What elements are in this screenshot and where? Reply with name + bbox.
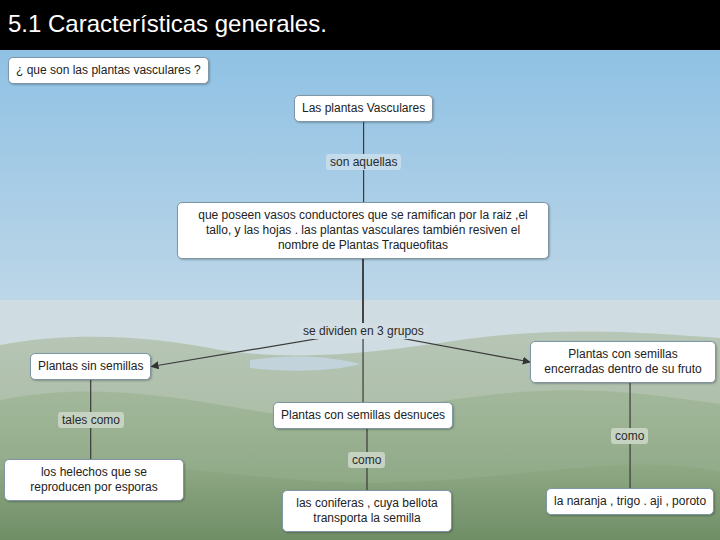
far-hills bbox=[0, 331, 720, 540]
concept-text: Plantas con semillas desnuces bbox=[281, 408, 445, 423]
linking-phrase: como bbox=[611, 428, 648, 444]
near-hills bbox=[0, 464, 720, 540]
concept-text: Las plantas Vasculares bbox=[302, 101, 425, 116]
linking-phrase: son aquellas bbox=[326, 154, 401, 170]
slide-title: 5.1 Características generales. bbox=[0, 0, 720, 38]
concept-text: que poseen vasos conductores que se rami… bbox=[185, 208, 541, 253]
concept-text: Plantas sin semillas bbox=[38, 359, 143, 374]
connector-line bbox=[363, 259, 530, 362]
concept-box: Plantas con semillas encerradas dentro d… bbox=[530, 341, 716, 383]
concept-text: los helechos que se reproducen por espor… bbox=[12, 465, 176, 495]
concept-box: Plantas sin semillas bbox=[30, 353, 151, 380]
concept-text: las coniferas , cuya bellota transporta … bbox=[290, 496, 444, 526]
concept-box: los helechos que se reproducen por espor… bbox=[4, 459, 184, 501]
mid-hills bbox=[0, 390, 720, 540]
linking-phrase: tales como bbox=[58, 412, 124, 428]
concept-box: las coniferas , cuya bellota transporta … bbox=[282, 490, 452, 532]
concept-text: la naranja , trigo . aji , poroto bbox=[554, 494, 706, 509]
concept-text: ¿ que son las plantas vasculares ? bbox=[16, 63, 201, 78]
title-bar: 5.1 Características generales. bbox=[0, 0, 720, 50]
connector-line bbox=[151, 259, 363, 367]
linking-phrase: como bbox=[348, 452, 385, 468]
concept-box: ¿ que son las plantas vasculares ? bbox=[8, 57, 209, 84]
concept-box: la naranja , trigo . aji , poroto bbox=[546, 488, 714, 515]
bay bbox=[250, 357, 360, 371]
concept-box: Las plantas Vasculares bbox=[294, 95, 433, 122]
linking-phrase: se dividen en 3 grupos bbox=[299, 323, 428, 339]
concept-box: que poseen vasos conductores que se rami… bbox=[177, 202, 549, 259]
concept-box: Plantas con semillas desnuces bbox=[273, 402, 453, 429]
concept-text: Plantas con semillas encerradas dentro d… bbox=[538, 347, 708, 377]
